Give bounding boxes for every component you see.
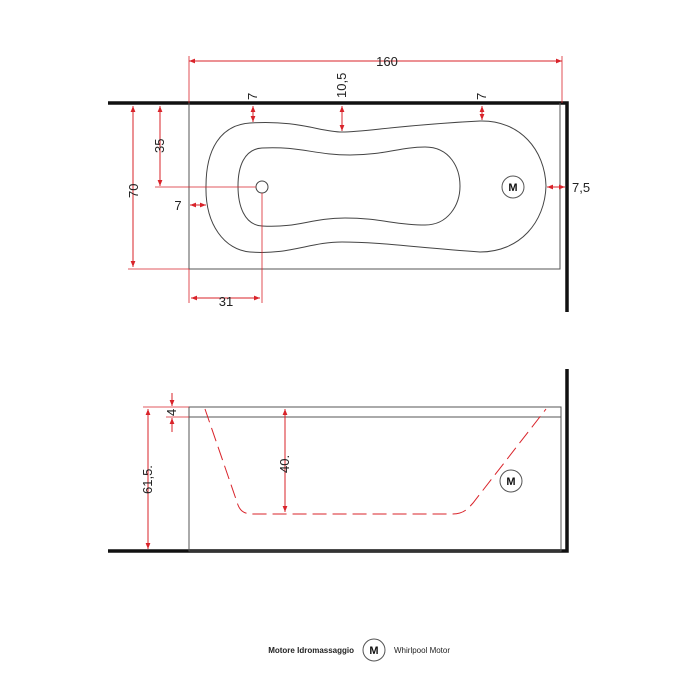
dim-label-rim-left: 7 [245,93,260,100]
legend-label-italian: Motore Idromassaggio [268,646,354,655]
basin-outer-outline [205,120,547,253]
dim-label-drain-offset: 31 [219,294,233,309]
motor-label-top: M [508,182,517,194]
dim-label-rim-mid: 10,5 [334,73,349,98]
dim-label-depth: 40. [277,455,292,473]
motor-icon-legend [362,638,386,662]
basin-inner-outline [237,146,461,227]
wall-side-view [108,369,569,553]
dim-label-half-width: 35 [152,139,167,153]
top-view: M 160 10,5 7 7 35 70 7 7,5 31 [108,54,590,312]
tub-body-side [188,406,562,552]
legend-symbol: M [369,645,378,657]
side-view: M 61,5. 4 40. [108,369,569,553]
legend: Motore Idromassaggio M Whirlpool Motor [268,638,450,662]
dim-label-rim-right: 7 [474,93,489,100]
wall-top-view [108,101,569,312]
dim-label-rim-thickness: 4 [164,409,179,416]
dim-label-width: 70 [126,184,141,198]
dim-label-total-height: 61,5. [140,465,155,494]
motor-label-side: M [506,476,515,488]
legend-label-english: Whirlpool Motor [394,646,450,655]
motor-icon-top [501,175,525,199]
dim-label-side-rim: 7 [174,198,181,213]
drain-hole [255,180,269,194]
dim-label-length: 160 [376,54,398,69]
basin-hidden-profile [204,408,547,515]
motor-icon-side [499,469,523,493]
dim-label-end-rim: 7,5 [572,180,590,195]
